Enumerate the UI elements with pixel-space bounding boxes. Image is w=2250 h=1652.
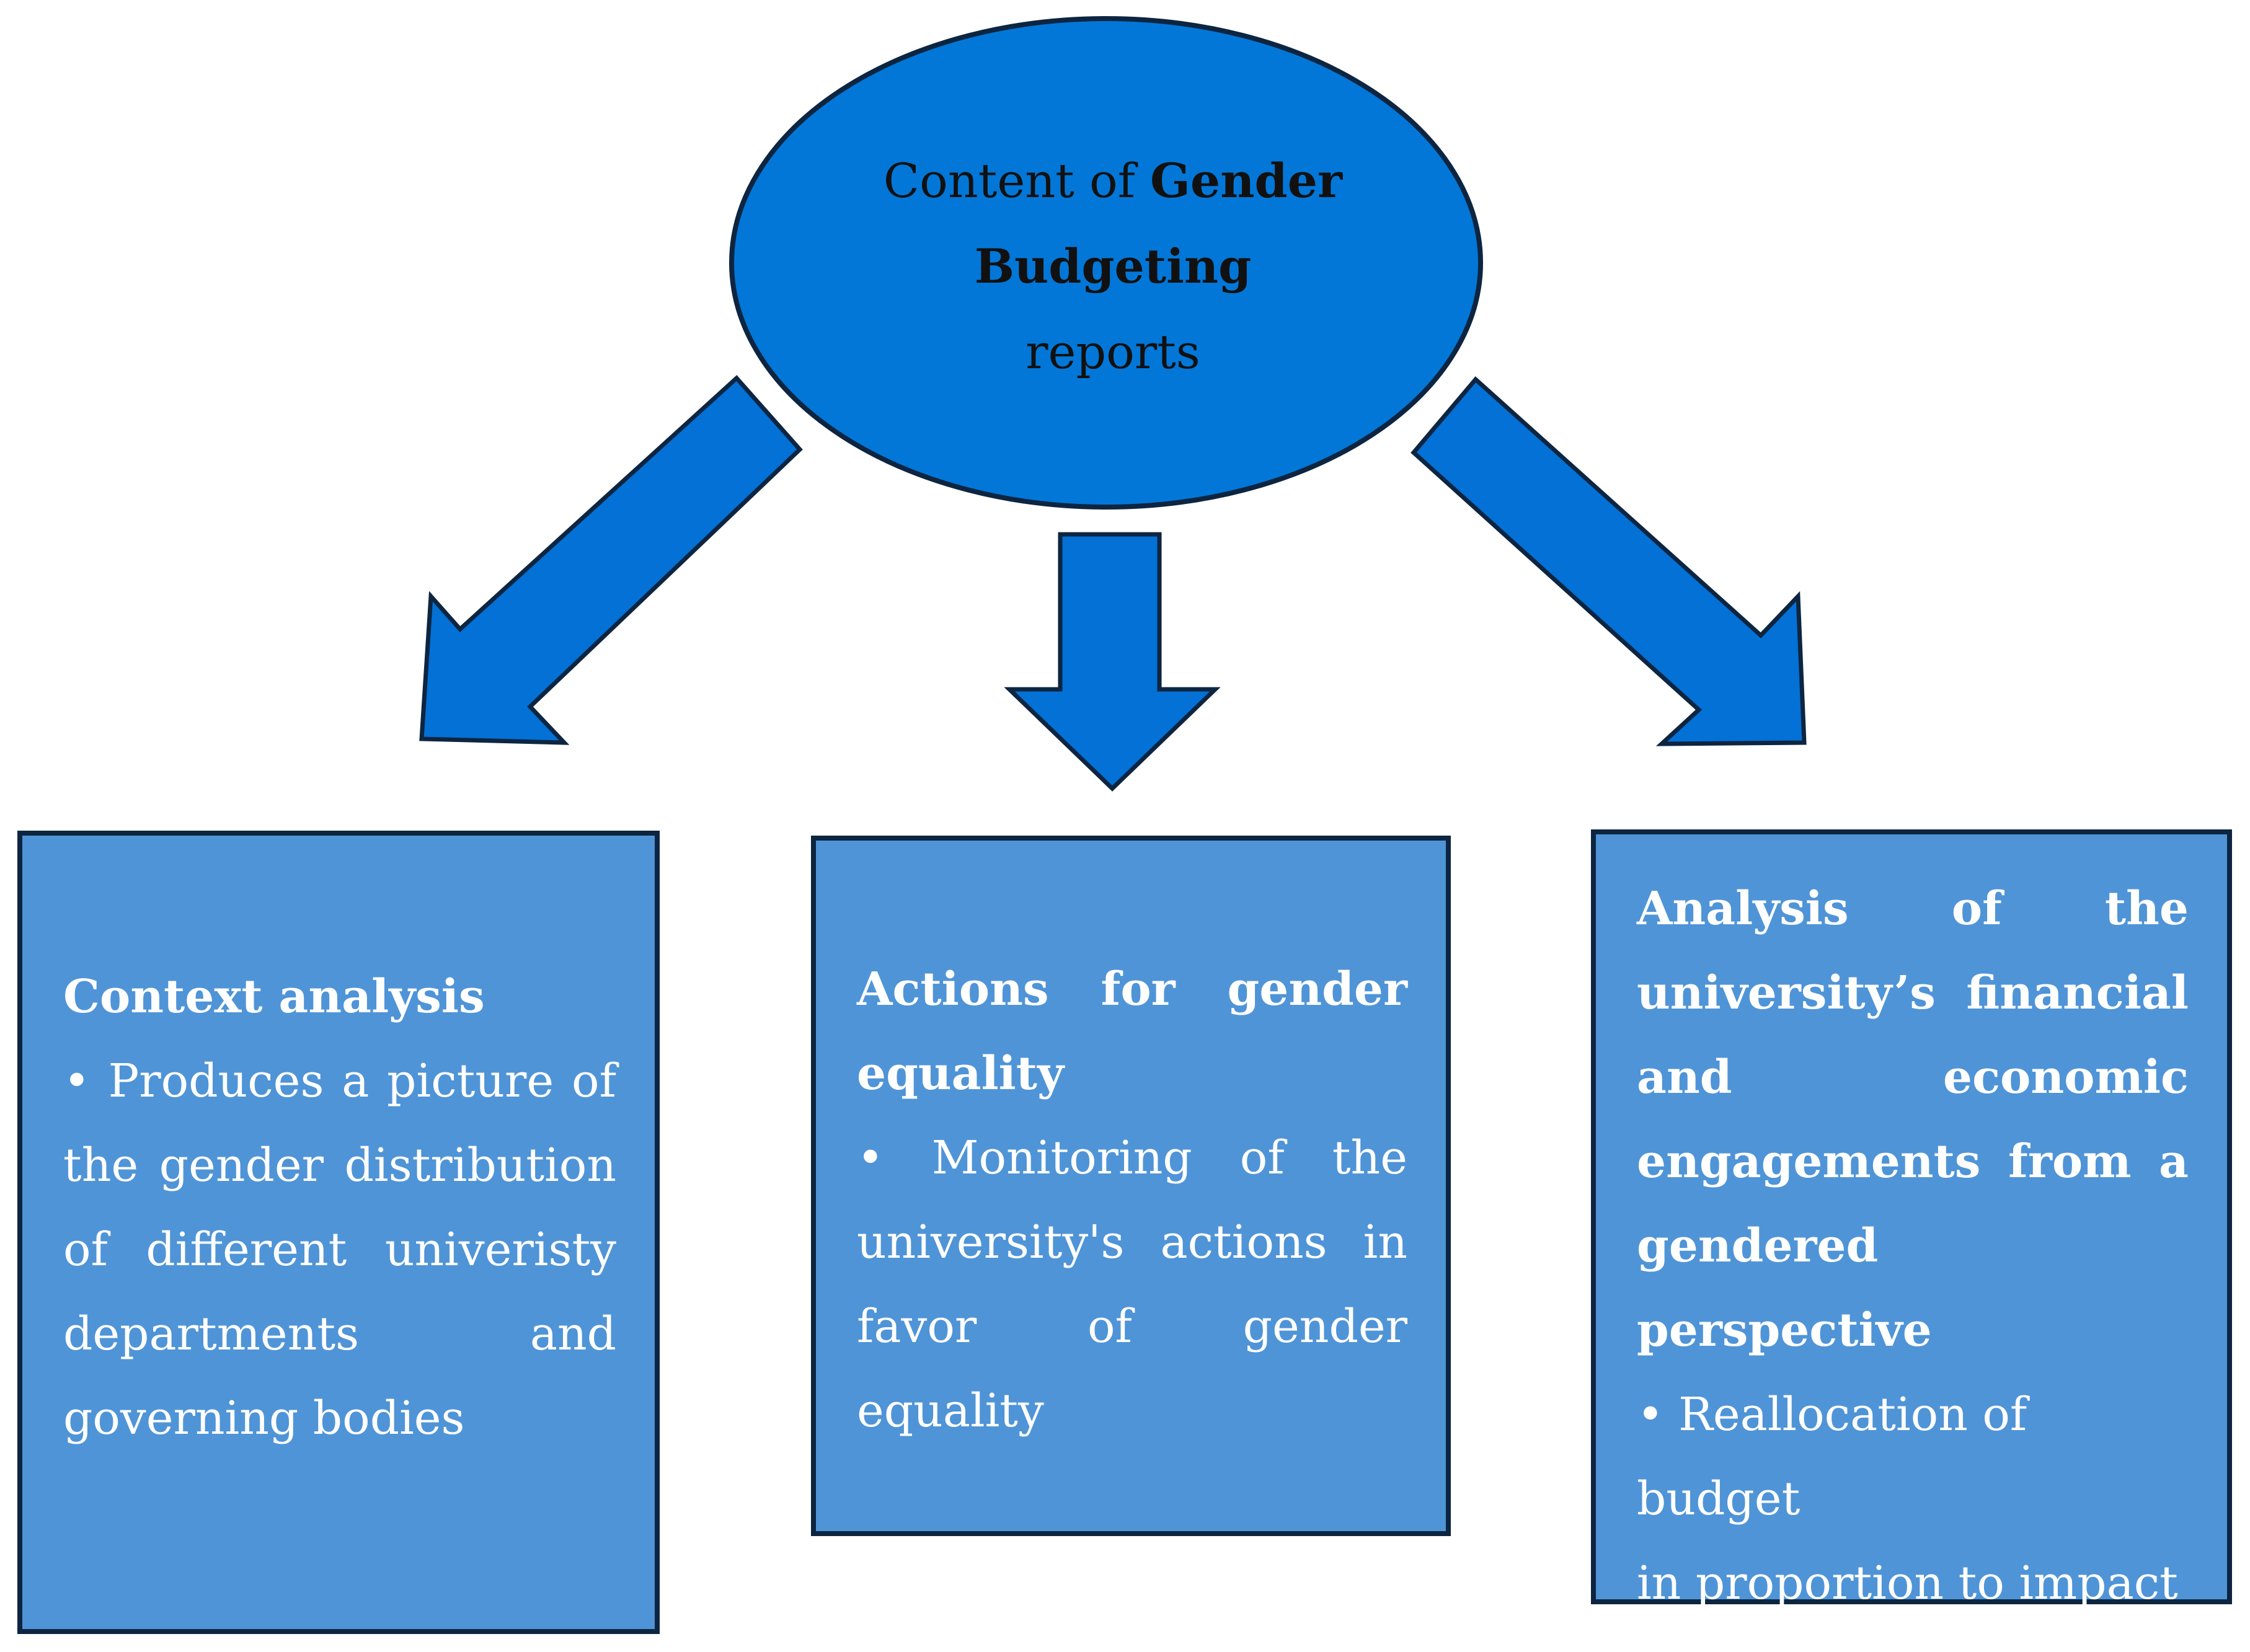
center-ellipse bbox=[729, 16, 1483, 510]
center-line-2: Budgeting bbox=[975, 224, 1252, 309]
context-analysis-title: Context analysis bbox=[63, 970, 485, 1023]
actions-box: Actions for gender equality • Monitoring… bbox=[811, 836, 1451, 1536]
financial-analysis-bullet-line-2: in proportion to impact bbox=[1637, 1557, 2178, 1610]
center-suffix: reports bbox=[1025, 324, 1200, 379]
arrow-down bbox=[1004, 532, 1221, 792]
arrow-right bbox=[1411, 376, 1807, 746]
actions-text: Actions for gender equality • Monitoring… bbox=[857, 947, 1407, 1453]
context-analysis-text: Context analysis • Produces a picture of… bbox=[63, 955, 616, 1460]
context-analysis-bullet: • Produces a picture of the gender distr… bbox=[63, 1054, 616, 1445]
financial-analysis-text: Analysis of the university’s financial a… bbox=[1637, 867, 2189, 1652]
center-line-1: Content of Gender bbox=[884, 138, 1342, 224]
context-analysis-box: Context analysis • Produces a picture of… bbox=[17, 831, 660, 1634]
arrow-left bbox=[419, 375, 803, 745]
actions-title: Actions for gender equality bbox=[857, 963, 1407, 1100]
center-label: Content of Gender Budgeting reports bbox=[800, 136, 1426, 397]
center-line-3: reports bbox=[1025, 309, 1200, 395]
financial-analysis-title: Analysis of the university’s financial a… bbox=[1637, 882, 2189, 1357]
financial-analysis-bullet-line-1: • Reallocation of budget bbox=[1637, 1388, 2027, 1526]
center-bold-2: Budgeting bbox=[974, 239, 1252, 294]
financial-analysis-bullet-line-3: on gender inequality bbox=[1637, 1625, 2189, 1652]
actions-bullet: • Monitoring of the university's actions… bbox=[857, 1131, 1407, 1438]
center-bold-1: Gender bbox=[1150, 153, 1343, 208]
financial-analysis-box: Analysis of the university’s financial a… bbox=[1591, 829, 2232, 1652]
center-prefix: Content of bbox=[883, 153, 1135, 208]
